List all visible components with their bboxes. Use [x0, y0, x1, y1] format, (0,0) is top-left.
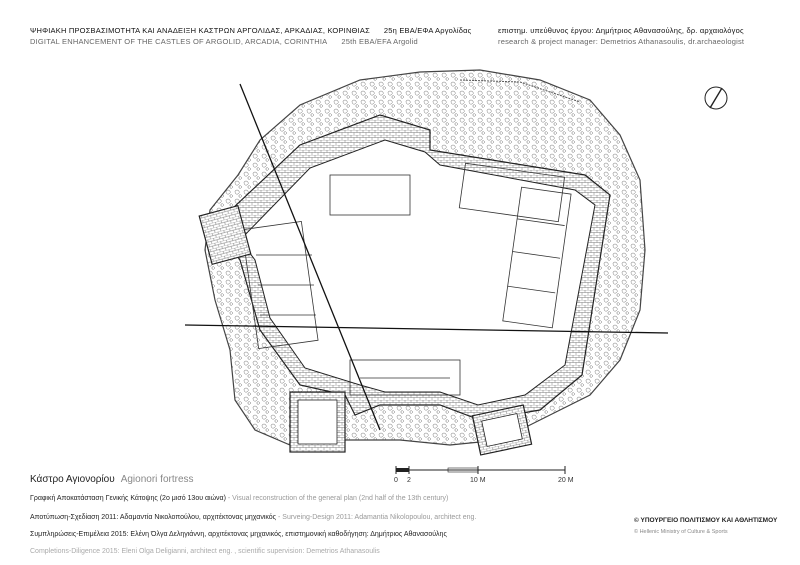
scale-tick-2: 2 — [407, 477, 411, 484]
curtain-walls — [214, 114, 611, 421]
credit-line-4: Completions-Diligence 2015: Eleni Olga D… — [30, 548, 380, 555]
project-manager-gr: επιστημ. υπεύθυνος έργου: Δημήτριος Αθαν… — [498, 26, 744, 35]
credit-2-en: - Surveing-Design 2011: Adamantia Nikolo… — [276, 514, 477, 521]
header-title-en: DIGITAL ENHANCEMENT OF THE CASTLES OF AR… — [30, 37, 418, 46]
scale-bar: 0 2 10 M 20 M — [394, 466, 574, 484]
scale-tick-10: 10 M — [470, 477, 486, 484]
plan-title-gr: Κάστρο Αγιονορίου — [30, 474, 115, 485]
ministry-gr: © ΥΠΟΥΡΓΕΙΟ ΠΟΛΙΤΙΣΜΟΥ ΚΑΙ ΑΘΛΗΤΙΣΜΟΥ — [634, 517, 778, 524]
plan-title: Κάστρο Αγιονορίου Agionori fortress — [30, 474, 194, 485]
plan-title-en: Agionori fortress — [120, 474, 194, 485]
header-title-gr: ΨΗΦΙΑΚΗ ΠΡΟΣΒΑΣΙΜΟΤΗΤΑ ΚΑΙ ΑΝΑΔΕΙΞΗ ΚΑΣΤ… — [30, 26, 471, 35]
section-lines — [184, 83, 669, 431]
scale-tick-20: 20 M — [558, 477, 574, 484]
credit-line-1: Γραφική Αποκατάσταση Γενικής Κάτοψης (2ο… — [30, 495, 448, 502]
credit-3-gr: Συμπληρώσεις-Επιμέλεια 2015: Ελένη Όλγα … — [30, 531, 447, 538]
project-manager-en: research & project manager: Demetrios At… — [498, 37, 745, 46]
interior-buildings — [241, 162, 572, 396]
credit-line-2: Αποτύπωση-Σχεδίαση 2011: Αδαμαντία Νικολ… — [30, 514, 476, 521]
ministry-en: © Hellenic Ministry of Culture & Sports — [634, 529, 728, 535]
scale-tick-0: 0 — [394, 477, 398, 484]
header-title-en-text: DIGITAL ENHANCEMENT OF THE CASTLES OF AR… — [30, 37, 328, 46]
credit-1-en: - Visual reconstruction of the general p… — [225, 495, 449, 502]
north-arrow-icon — [704, 86, 728, 110]
ephorate-en: 25th EBA/EFA Argolid — [341, 37, 418, 46]
credit-1-gr: Γραφική Αποκατάσταση Γενικής Κάτοψης (2ο… — [30, 495, 226, 502]
credit-2-gr: Αποτύπωση-Σχεδίαση 2011: Αδαμαντία Νικολ… — [30, 514, 277, 521]
header-title-gr-text: ΨΗΦΙΑΚΗ ΠΡΟΣΒΑΣΙΜΟΤΗΤΑ ΚΑΙ ΑΝΑΔΕΙΞΗ ΚΑΣΤ… — [30, 26, 370, 35]
ephorate-gr: 25η ΕΒΑ/ΕΦΑ Αργολίδας — [383, 26, 472, 35]
credit-line-3: Συμπληρώσεις-Επιμέλεια 2015: Ελένη Όλγα … — [30, 531, 447, 538]
towers — [198, 204, 533, 456]
